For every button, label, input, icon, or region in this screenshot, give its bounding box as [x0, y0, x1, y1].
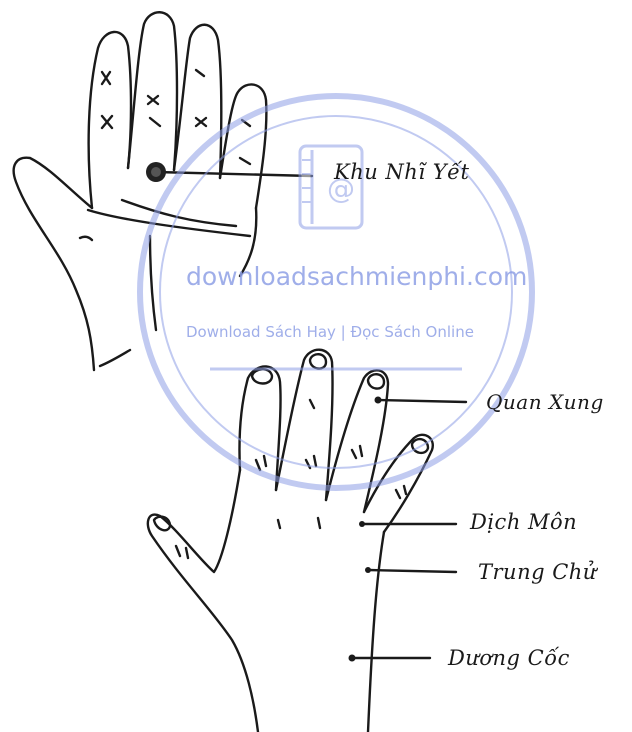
- label-dich-mon: Dịch Môn: [470, 510, 577, 534]
- watermark-site: downloadsachmienphi.com: [186, 262, 527, 291]
- trung-chu-point-marker: [365, 567, 371, 573]
- dich-mon-point-marker: [359, 521, 365, 527]
- watermark-tagline: Download Sách Hay | Đọc Sách Online: [186, 323, 474, 341]
- palm-hand-outline: [14, 12, 312, 370]
- label-duong-coc: Dương Cốc: [448, 646, 570, 670]
- back-hand-outline: [148, 350, 466, 732]
- label-khu-nhi-yet: Khu Nhĩ Yết: [334, 160, 469, 184]
- watermark-graphic: @: [140, 96, 532, 488]
- duong-coc-point-marker: [349, 655, 356, 662]
- label-trung-chu: Trung Chử: [478, 560, 597, 584]
- label-quan-xung: Quan Xung: [486, 390, 604, 414]
- ebook-at-icon: @: [300, 146, 362, 228]
- quan-xung-point-marker: [375, 397, 382, 404]
